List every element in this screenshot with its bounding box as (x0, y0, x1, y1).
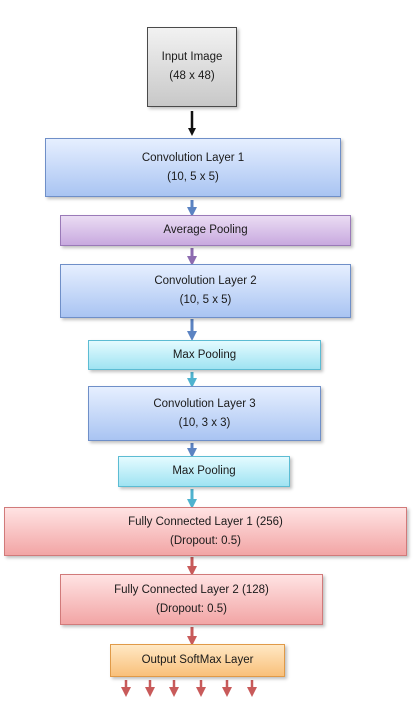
max-pooling-2-node: Max Pooling (118, 456, 290, 487)
fc-layer-1-dropout: (Dropout: 0.5) (170, 534, 241, 547)
fc-layer-1-node: Fully Connected Layer 1 (256) (Dropout: … (4, 507, 407, 556)
fc-layer-2-title: Fully Connected Layer 2 (128) (114, 583, 269, 596)
fc-layer-1-title: Fully Connected Layer 1 (256) (128, 515, 283, 528)
input-image-title: Input Image (161, 51, 223, 63)
input-image-size: (48 x 48) (169, 70, 215, 82)
average-pooling-title: Average Pooling (163, 224, 248, 236)
max-pooling-1-node: Max Pooling (88, 340, 321, 370)
conv-layer-2-params: (10, 5 x 5) (179, 294, 232, 306)
fc-layer-2-dropout: (Dropout: 0.5) (156, 602, 227, 615)
average-pooling-node: Average Pooling (60, 215, 351, 246)
max-pooling-2-title: Max Pooling (172, 465, 236, 477)
conv-layer-2-title: Convolution Layer 2 (154, 275, 257, 287)
max-pooling-1-title: Max Pooling (172, 348, 237, 361)
conv-layer-3-params: (10, 3 x 3) (178, 416, 231, 429)
input-image-node: Input Image (48 x 48) (147, 27, 237, 107)
fc-layer-2-node: Fully Connected Layer 2 (128) (Dropout: … (60, 574, 323, 625)
output-softmax-layer-title: Output SoftMax Layer (141, 654, 254, 666)
conv-layer-3-node: Convolution Layer 3 (10, 3 x 3) (88, 386, 321, 441)
conv-layer-1-title: Convolution Layer 1 (141, 151, 245, 164)
conv-layer-1-node: Convolution Layer 1 (10, 5 x 5) (45, 138, 341, 197)
output-softmax-layer-node: Output SoftMax Layer (110, 644, 285, 677)
conv-layer-2-node: Convolution Layer 2 (10, 5 x 5) (60, 264, 351, 318)
conv-layer-3-title: Convolution Layer 3 (153, 397, 256, 410)
conv-layer-1-params: (10, 5 x 5) (167, 170, 219, 183)
